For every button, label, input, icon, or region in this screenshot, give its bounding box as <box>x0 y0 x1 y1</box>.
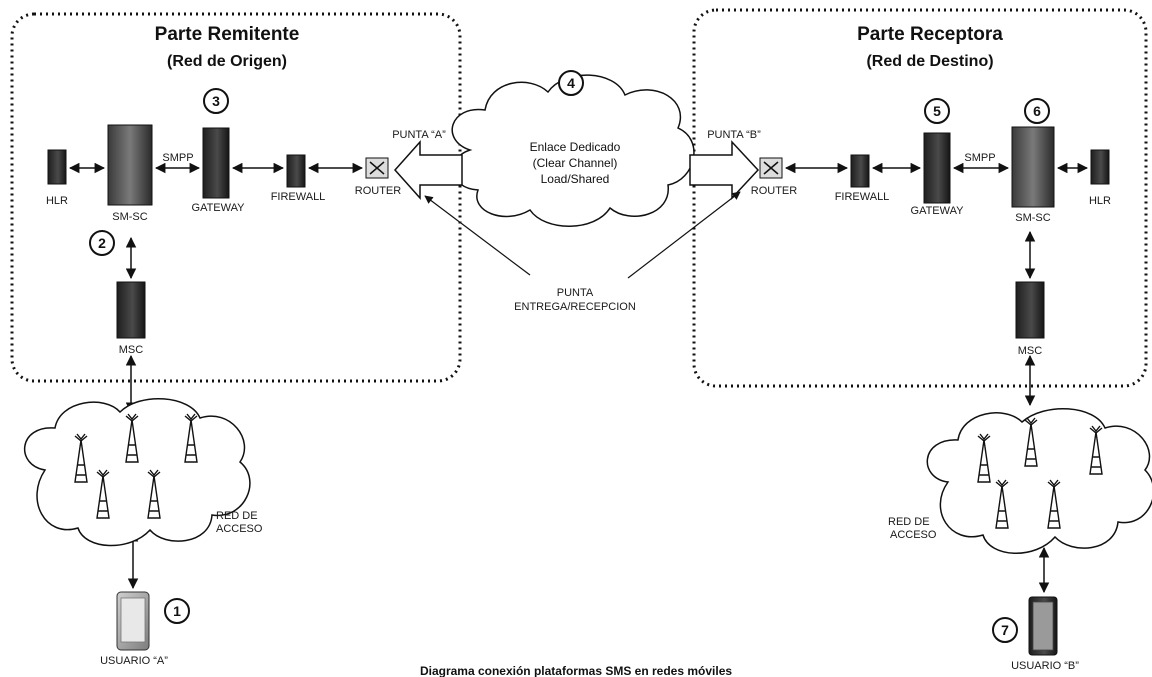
link-arrow-a <box>393 140 463 200</box>
cloud-line-2: (Clear Channel) <box>532 156 618 170</box>
msc-right-label: MSC <box>1017 345 1043 357</box>
red-acceso-right-line-1: RED DE <box>888 516 930 528</box>
step-2-badge: 2 <box>89 230 115 256</box>
tower-icon <box>184 413 198 463</box>
router-right <box>759 157 783 179</box>
punta-a-label: PUNTA “A” <box>392 129 446 141</box>
cloud-line-3: Load/Shared <box>540 172 610 186</box>
hlr-right-label: HLR <box>1088 195 1112 207</box>
red-acceso-right-line-2: ACCESO <box>890 529 937 541</box>
msc-left <box>116 281 146 339</box>
punta-entrega-line-2: ENTREGA/RECEPCION <box>514 301 636 313</box>
msc-left-label: MSC <box>118 344 144 356</box>
step-5-badge: 5 <box>924 98 950 124</box>
msc-right <box>1015 281 1045 339</box>
firewall-left <box>286 154 306 188</box>
tower-icon <box>1089 425 1103 475</box>
usuario-b-label: USUARIO “B” <box>1011 660 1079 672</box>
dedicated-link-cloud <box>451 74 695 227</box>
router-left <box>365 157 389 179</box>
firewall-left-label: FIREWALL <box>270 191 326 203</box>
hlr-right <box>1090 149 1110 185</box>
firewall-right-label: FIREWALL <box>834 191 890 203</box>
tower-icon <box>74 433 88 483</box>
tower-icon <box>1047 479 1061 529</box>
cloud-line-1: Enlace Dedicado <box>529 140 621 154</box>
diagram-caption: Diagrama conexión plataformas SMS en red… <box>419 664 733 677</box>
tower-icon <box>147 469 161 519</box>
receiver-subtitle: (Red de Destino) <box>866 53 994 70</box>
usuario-a-label: USUARIO “A” <box>100 655 168 667</box>
sender-subtitle: (Red de Origen) <box>166 53 288 70</box>
gateway-left <box>202 127 230 199</box>
tower-icon <box>977 433 991 483</box>
link-arrow-b <box>689 140 760 200</box>
gateway-right-label: GATEWAY <box>910 205 964 217</box>
step-1-badge: 1 <box>164 598 190 624</box>
red-acceso-left-line-2: ACCESO <box>216 523 263 535</box>
smsc-right <box>1011 126 1055 208</box>
step-4-badge: 4 <box>558 70 584 96</box>
smpp-left-label: SMPP <box>162 152 194 164</box>
red-acceso-left-line-1: RED DE <box>216 510 258 522</box>
smsc-left-label: SM-SC <box>112 211 148 223</box>
smsc-left <box>107 124 153 206</box>
sender-network-box <box>10 12 462 383</box>
router-left-label: ROUTER <box>354 185 402 197</box>
gateway-right <box>923 132 951 204</box>
step-3-badge: 3 <box>203 88 229 114</box>
gateway-left-label: GATEWAY <box>191 202 245 214</box>
step-7-badge: 7 <box>992 617 1018 643</box>
receiver-title: Parte Receptora <box>857 24 1003 45</box>
access-cloud-right <box>926 407 1152 554</box>
firewall-right <box>850 154 870 188</box>
router-right-label: ROUTER <box>750 185 798 197</box>
step-6-badge: 6 <box>1024 98 1050 124</box>
punta-b-label: PUNTA “B” <box>707 129 761 141</box>
tower-icon <box>96 469 110 519</box>
smpp-right-label: SMPP <box>964 152 996 164</box>
punta-entrega-line-1: PUNTA <box>556 287 594 299</box>
sender-title: Parte Remitente <box>154 24 300 45</box>
tower-icon <box>995 479 1009 529</box>
tower-icon <box>1024 417 1038 467</box>
hlr-left <box>47 149 67 185</box>
phone-icon-b <box>1028 596 1058 656</box>
hlr-left-label: HLR <box>45 195 69 207</box>
phone-icon-a <box>116 591 150 651</box>
tower-icon <box>125 413 139 463</box>
smsc-right-label: SM-SC <box>1015 212 1051 224</box>
receiver-network-box <box>692 8 1148 388</box>
